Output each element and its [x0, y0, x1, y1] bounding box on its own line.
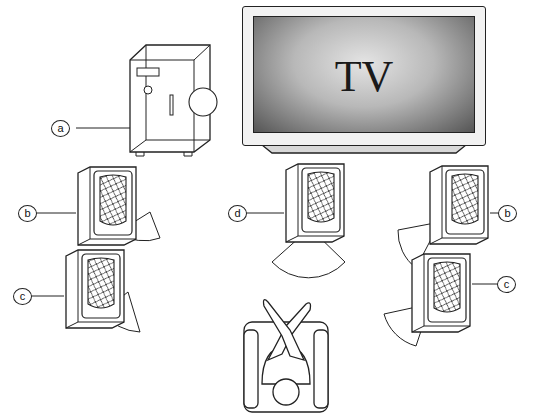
callout-letter: d [228, 205, 247, 222]
tv-set: TV [242, 6, 486, 146]
surround-right-speaker [384, 254, 498, 346]
callout-letter: b [498, 205, 517, 222]
tv-label: TV [335, 51, 394, 102]
front-right-speaker [398, 166, 500, 268]
front-left-speaker [36, 167, 160, 245]
subwoofer [76, 45, 217, 156]
callout-letter: c [13, 288, 32, 305]
center-speaker [246, 164, 345, 278]
surround-left-speaker [31, 250, 140, 332]
listener-in-chair [244, 300, 328, 412]
tv-stand [262, 145, 466, 153]
callout-letter: c [497, 276, 516, 293]
callout-letter: b [18, 205, 37, 222]
callout-letter: a [51, 120, 70, 137]
